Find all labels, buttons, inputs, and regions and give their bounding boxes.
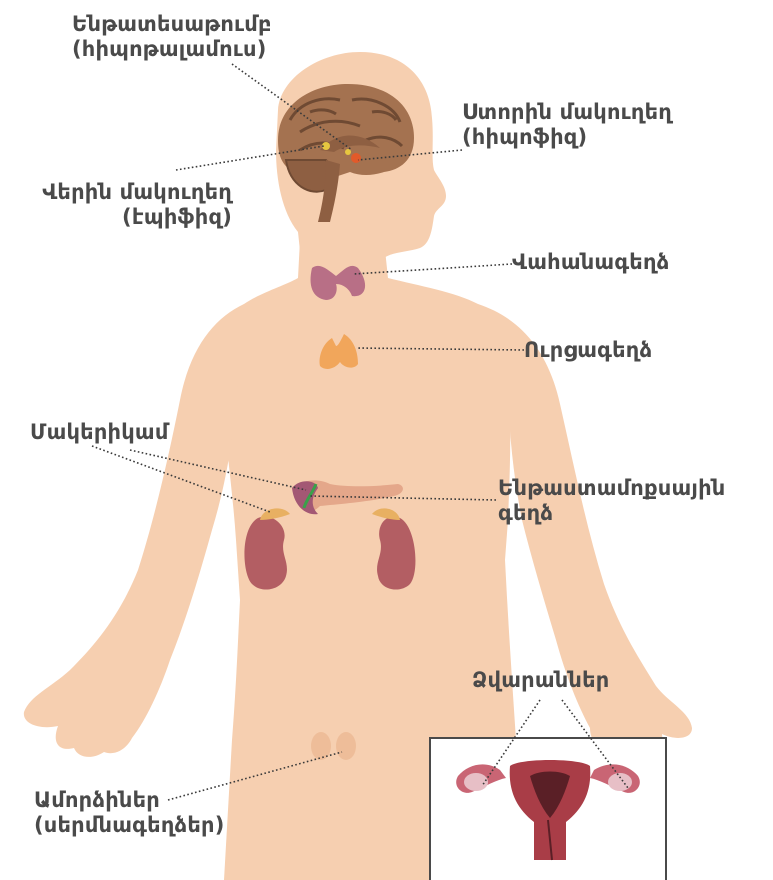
label-hypothalamus-line2: (հիպոթալամուս) [72, 37, 272, 62]
label-thymus-line1: Ուրցագեղձ [524, 338, 652, 363]
label-adrenal-line1: Մակերիկամ [30, 420, 169, 445]
label-ovaries-line1: Ձվարաններ [472, 668, 610, 693]
label-hypothalamus: Ենթատեսաթումբ (հիպոթալամուս) [72, 12, 272, 62]
label-pineal-line2: (էպիֆիզ) [12, 205, 232, 230]
label-pineal-line1: Վերին մակուղեղ [12, 180, 232, 205]
label-pituitary: Ստորին մակուղեղ (հիպոֆիզ) [462, 100, 672, 150]
label-testes-line2: (սերմնագեղձեր) [34, 813, 225, 838]
label-ovaries: Ձվարաններ [472, 668, 610, 693]
uterus-inset [430, 738, 666, 880]
pituitary-dot [351, 153, 361, 163]
label-pancreas-line1: Ենթաստամոքսային [498, 476, 725, 501]
label-thyroid-line1: Վահանագեղձ [512, 250, 670, 275]
label-testes-line1: Ամորձիներ [34, 788, 225, 813]
label-pancreas-line2: գեղձ [498, 501, 725, 526]
label-hypothalamus-line1: Ենթատեսաթումբ [72, 12, 272, 37]
label-pituitary-line1: Ստորին մակուղեղ [462, 100, 672, 125]
hypothalamus-dot [345, 149, 351, 155]
label-thyroid: Վահանագեղձ [512, 250, 670, 275]
label-thymus: Ուրցագեղձ [524, 338, 652, 363]
label-pineal: Վերին մակուղեղ (էպիֆիզ) [12, 180, 232, 230]
label-testes: Ամորձիներ (սերմնագեղձեր) [34, 788, 225, 838]
label-pancreas: Ենթաստամոքսային գեղձ [498, 476, 725, 526]
label-pituitary-line2: (հիպոֆիզ) [462, 125, 672, 150]
label-adrenal: Մակերիկամ [30, 420, 169, 445]
